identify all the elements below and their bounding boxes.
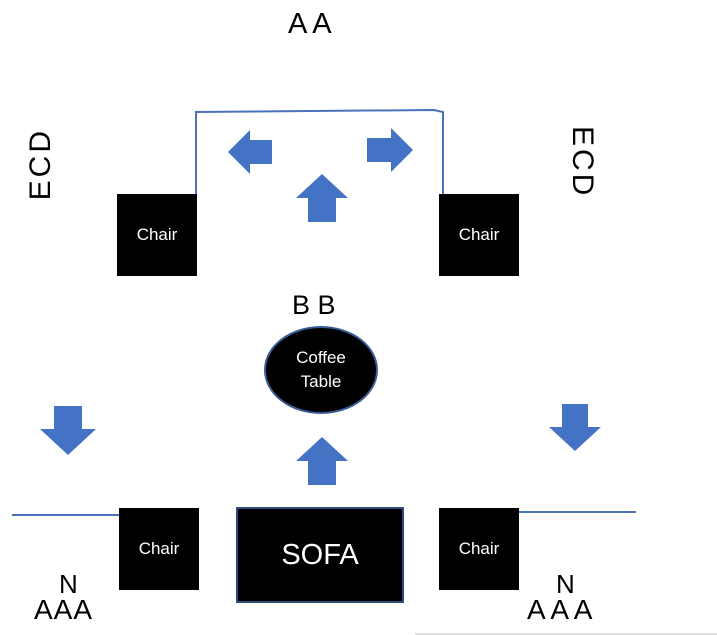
chair-bottom-right: Chair — [439, 508, 519, 590]
chair-label: Chair — [138, 539, 180, 558]
coffee-table-label-line2: Table — [300, 372, 342, 391]
chair-top-right: Chair — [439, 194, 519, 276]
arrow-right-icon — [367, 128, 413, 172]
coffee-table-label-line1: Coffee — [296, 348, 346, 368]
label-center: B B — [292, 290, 336, 320]
coffee-table: Coffee Table — [264, 326, 378, 414]
arrow-down-icon — [40, 406, 96, 455]
chair-label: Chair — [458, 539, 500, 558]
label-left-side: ECD — [24, 128, 57, 201]
arrow-left-icon — [228, 130, 272, 174]
label-bottom-right-n: N — [556, 569, 575, 599]
top-enclosure-line — [195, 108, 444, 194]
arrow-up-icon — [296, 437, 348, 485]
chair-top-left: Chair — [117, 194, 197, 276]
chair-bottom-left: Chair — [119, 508, 199, 590]
chair-label: Chair — [136, 225, 178, 244]
sofa: SOFA — [236, 507, 404, 603]
chair-label: Chair — [458, 225, 500, 244]
label-top: A A — [288, 8, 332, 40]
arrow-up-icon — [296, 174, 348, 222]
label-right-side: ECD — [566, 126, 599, 199]
label-bottom-right-row: A A A — [527, 594, 593, 625]
arrow-down-icon — [549, 404, 601, 451]
label-bottom-left-row: AAA — [34, 594, 94, 625]
sofa-label: SOFA — [281, 538, 359, 571]
label-bottom-left-n: N — [59, 569, 78, 599]
